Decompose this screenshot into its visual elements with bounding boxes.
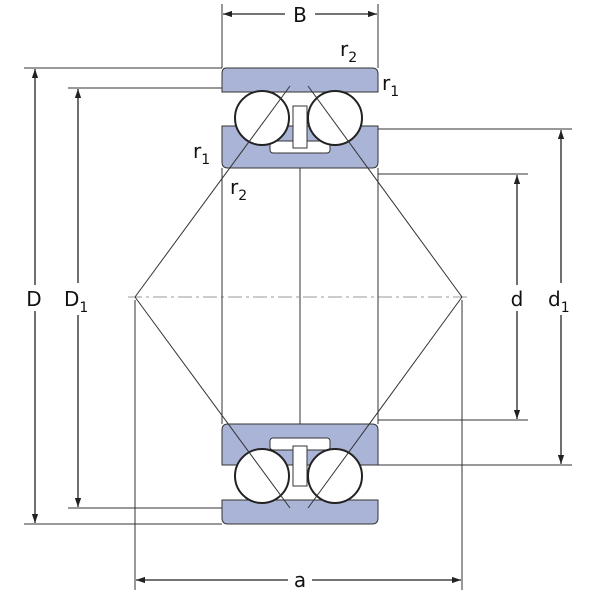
dimension-D: D — [22, 67, 222, 525]
upper-outer-ring — [221, 67, 379, 93]
dimension-a: a — [134, 300, 463, 592]
upper-right-ball — [307, 90, 363, 146]
contact-lines — [134, 85, 463, 509]
contact-line-upper-left — [134, 85, 291, 298]
lower-outer-ring — [221, 499, 379, 525]
contact-line-lower-left — [134, 296, 291, 509]
contact-line-lower-right — [307, 296, 463, 509]
label-r2-left: r2 — [230, 175, 247, 204]
label-B: B — [293, 3, 307, 27]
dimension-D1: D1 — [60, 87, 222, 509]
label-d: d — [511, 287, 524, 311]
upper-spacer — [292, 105, 308, 149]
lower-left-ball — [234, 448, 290, 504]
contact-line-upper-right — [307, 85, 463, 298]
lower-right-ball — [307, 448, 363, 504]
label-r1-top: r1 — [382, 71, 399, 100]
lower-section — [221, 423, 379, 525]
upper-section — [221, 67, 379, 169]
label-D1: D1 — [64, 287, 88, 316]
label-r1-left: r1 — [193, 139, 210, 168]
lower-spacer — [292, 445, 308, 487]
dimension-d: d — [378, 173, 529, 421]
dimension-d1: d1 — [378, 128, 581, 466]
dimension-B: B — [221, 3, 379, 68]
label-a: a — [294, 568, 306, 592]
label-d1: d1 — [548, 287, 570, 316]
upper-left-ball — [234, 90, 290, 146]
label-r2-top: r2 — [340, 37, 357, 66]
label-D: D — [26, 287, 41, 311]
